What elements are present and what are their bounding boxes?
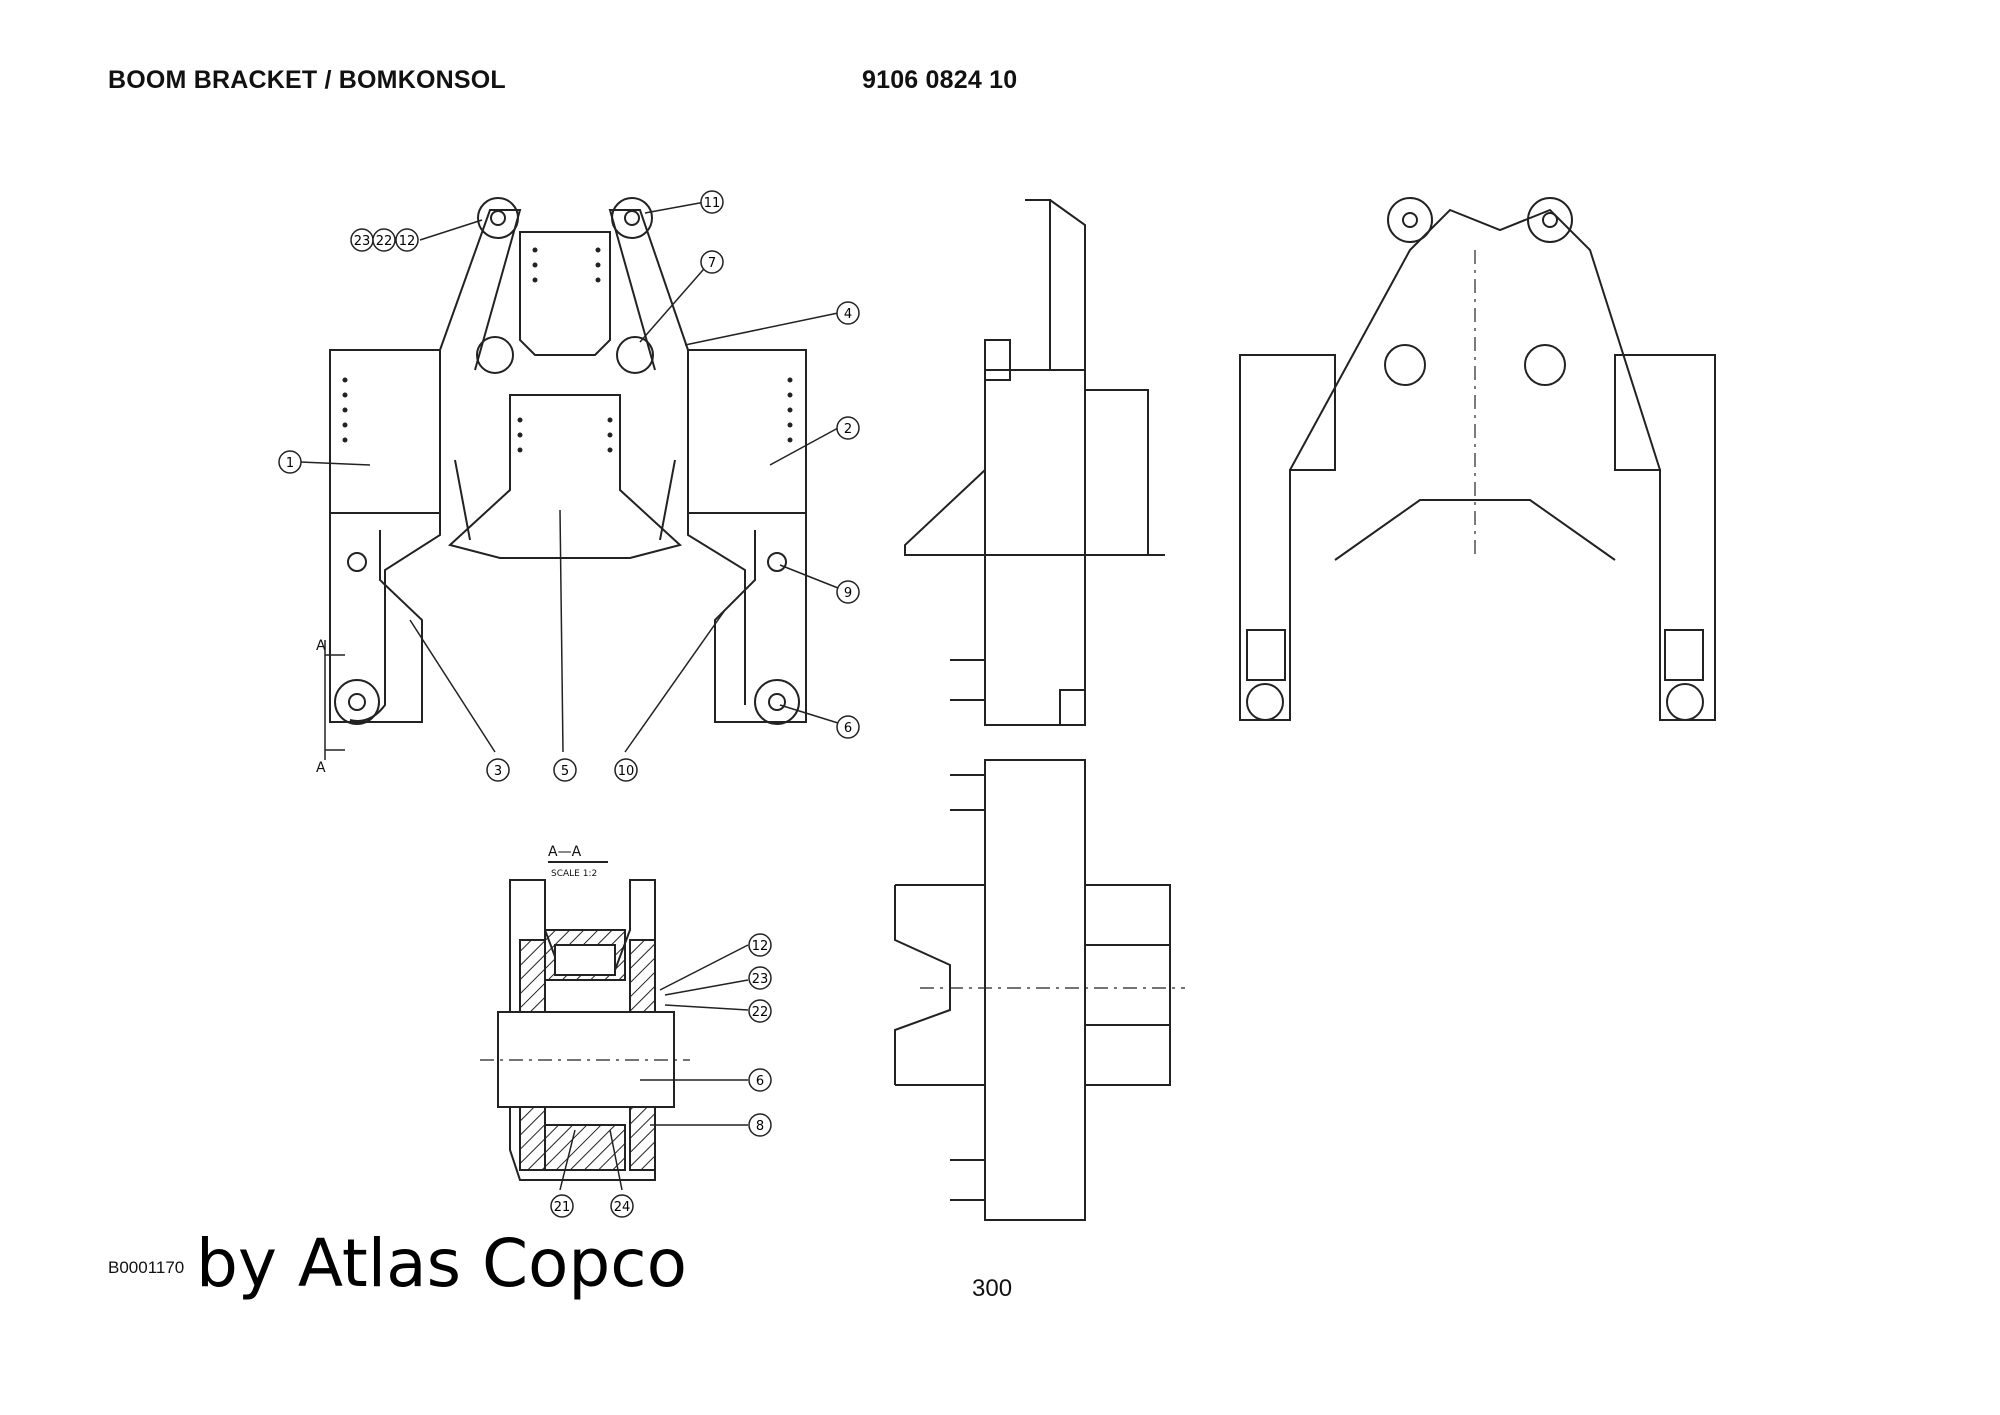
callout-number: 22 <box>376 234 393 249</box>
section-marker-bottom: A <box>316 760 326 776</box>
callout-number: 21 <box>554 1200 571 1215</box>
callout-section-24: 24 <box>610 1194 634 1218</box>
image-id: B0001170 <box>108 1258 185 1277</box>
callout-number: 12 <box>752 939 769 954</box>
callout-front-6: 6 <box>836 715 860 739</box>
diagram-labels: A—A SCALE 1:2 A A <box>316 638 597 879</box>
part-number: 9106 0824 10 <box>862 66 1018 94</box>
top-view <box>894 759 1185 1221</box>
callout-number: 9 <box>844 586 852 601</box>
callout-section-22: 22 <box>748 999 772 1023</box>
callout-front-5: 5 <box>553 758 577 782</box>
callout-section-23: 23 <box>748 966 772 990</box>
callout-number: 5 <box>561 764 569 779</box>
page-title: BOOM BRACKET / BOMKONSOL <box>108 66 506 94</box>
section-callouts <box>559 944 749 1191</box>
front-view <box>324 197 807 760</box>
callout-section-6: 6 <box>748 1068 772 1092</box>
callout-front-4: 4 <box>836 301 860 325</box>
page-number: 300 <box>972 1275 1013 1302</box>
callout-number: 8 <box>756 1119 764 1134</box>
section-label: A—A <box>548 844 582 860</box>
callout-number: 4 <box>844 307 852 322</box>
callout-front-12: 12 <box>395 228 419 252</box>
scale-label: SCALE 1:2 <box>551 869 597 879</box>
callout-front-2: 2 <box>836 416 860 440</box>
callout-section-12: 12 <box>748 933 772 957</box>
callout-front-11: 11 <box>700 190 724 214</box>
section-a-a-view <box>480 861 690 1181</box>
callout-number: 24 <box>614 1200 631 1215</box>
section-marker-top: A <box>316 638 326 654</box>
side-view <box>904 199 1165 726</box>
callout-number: 11 <box>704 196 721 211</box>
callout-front-22: 22 <box>372 228 396 252</box>
callout-number: 22 <box>752 1005 769 1020</box>
callout-number: 6 <box>844 721 852 736</box>
callout-front-1: 1 <box>278 450 302 474</box>
callout-front-7: 7 <box>700 250 724 274</box>
callout-section-21: 21 <box>550 1194 574 1218</box>
callout-number: 23 <box>354 234 371 249</box>
rear-view <box>1239 197 1716 721</box>
callout-number: 12 <box>399 234 416 249</box>
callout-front-9: 9 <box>836 580 860 604</box>
callout-front-3: 3 <box>486 758 510 782</box>
callout-front-10: 10 <box>614 758 638 782</box>
front-callouts <box>299 201 839 753</box>
callout-number: 10 <box>618 764 635 779</box>
callout-section-8: 8 <box>748 1113 772 1137</box>
callout-number: 2 <box>844 422 852 437</box>
callout-number: 6 <box>756 1074 764 1089</box>
callout-number: 1 <box>286 456 294 471</box>
watermark: by Atlas Copco <box>196 1225 687 1302</box>
callout-number: 23 <box>752 972 769 987</box>
callout-number: 7 <box>708 256 716 271</box>
callout-number: 3 <box>494 764 502 779</box>
callout-front-23: 23 <box>350 228 374 252</box>
